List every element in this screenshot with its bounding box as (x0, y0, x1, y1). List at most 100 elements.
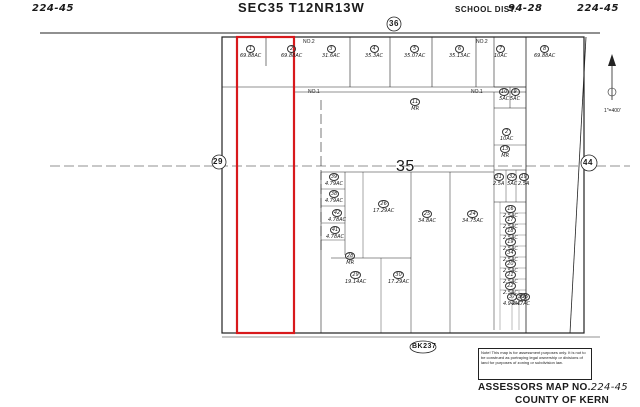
parcel-number: 34 (505, 249, 516, 257)
street-label-no2-left: NO.2 (303, 39, 315, 45)
parcel-area: 2.5A (493, 181, 505, 187)
parcel-area: 31.6AC (322, 53, 341, 59)
section-title: SEC35 T12NR13W (238, 0, 365, 15)
parcel-number: 39 (328, 173, 340, 181)
parcel-area: 69.88AC (281, 53, 303, 59)
parcel-number: 29 (350, 271, 361, 279)
parcel-number: 11 (410, 98, 421, 106)
highlighted-parcel-outline (235, 35, 296, 335)
parcel-area: 35.3AC (365, 53, 384, 59)
parcel-area: 2.47AC (512, 301, 531, 307)
parcel-number: 28 (345, 252, 356, 260)
parcel-area: 34.8AC (418, 218, 437, 224)
assessors-map-number: ASSESSORS MAP NO.224-45 (478, 382, 628, 393)
street-label-no1-left: NO.1 (308, 89, 320, 95)
school-district-value: 94-28 (508, 3, 543, 14)
scale-label: 1"=400' (604, 108, 621, 114)
parcel-area: 2.5A (518, 181, 530, 187)
street-label-no1-right: NO.1 (471, 89, 483, 95)
parcel-area: MR (501, 153, 510, 159)
parcel-area: 4.79AC (325, 198, 344, 204)
parcel-number: 18 (505, 227, 516, 235)
parcel-number: 10 (499, 88, 510, 96)
parcel-area: 19.14AC (345, 279, 367, 285)
parcel-area: 4.78AC (328, 217, 347, 223)
parcel-number: 17 (505, 216, 516, 224)
book-reference-marker (409, 340, 437, 354)
parcel-area: 5AC (507, 181, 518, 187)
parcel-label: 35 (520, 293, 531, 301)
north-arrow-icon (607, 54, 617, 100)
parcel-area: 4.78AC (326, 234, 345, 240)
parcel-area: 10AC (494, 53, 508, 59)
parcel-number: 19 (518, 173, 529, 181)
parcel-area: 34.75AC (462, 218, 484, 224)
road-36-label: 36 (389, 19, 399, 28)
parcel-number: 7 (496, 45, 506, 53)
road-29-marker (211, 154, 227, 170)
parcel-number: 24 (467, 210, 478, 218)
parcel-area: 17.29AC (373, 208, 395, 214)
parcel-area: 69.88AC (534, 53, 556, 59)
parcel-area: 4.79AC (325, 181, 344, 187)
parcel-number: 1 (246, 45, 256, 53)
street-label-no2-right: NO.2 (476, 39, 488, 45)
section-number: 35 (396, 158, 415, 175)
parcel-number: 4 (369, 45, 379, 53)
parcel-area: MR (346, 260, 355, 266)
parcel-number: 13 (500, 145, 511, 153)
disclaimer-note: Note! This map is for assessment purpose… (478, 348, 592, 380)
parcel-area: 4.94AC (503, 301, 522, 307)
assessors-map-label: ASSESSORS MAP NO. (478, 382, 591, 393)
parcel-number: 6 (455, 45, 465, 53)
parcel-number: 20 (505, 260, 516, 268)
parcel-number: 26 (378, 200, 389, 208)
road-44-label: 44 (583, 158, 593, 167)
parcel-number: 31 (493, 173, 504, 181)
map-number-top-right: 224-45 (577, 3, 619, 14)
parcel-number: 16 (505, 205, 516, 213)
parcel-number: 30 (393, 271, 404, 279)
assessors-map-value: 224-45 (590, 382, 628, 393)
parcel-number: 41 (329, 226, 341, 234)
parcel-number: 19 (505, 238, 516, 246)
road-44-marker (580, 154, 598, 172)
school-district-label: SCHOOL DIST. (455, 5, 517, 14)
parcel-number: 42 (331, 209, 343, 217)
parcel-number: 32 (507, 173, 518, 181)
parcel-number: 5 (410, 45, 420, 53)
parcel-number: 38 (328, 190, 340, 198)
road-36-marker (386, 16, 402, 32)
book-reference-label: BK237 (412, 343, 437, 350)
parcel-area: 35.07AC (404, 53, 426, 59)
parcel-number: 2 (287, 45, 297, 53)
parcel-number: 3 (326, 45, 336, 53)
parcel-area: 35.13AC (449, 53, 471, 59)
parcel-number: 9 (510, 88, 520, 96)
parcel-number: 2 (502, 128, 512, 136)
parcel-area: MR (411, 106, 420, 112)
parcel-area: 17.29AC (388, 279, 410, 285)
county-label: COUNTY OF KERN (515, 395, 610, 406)
